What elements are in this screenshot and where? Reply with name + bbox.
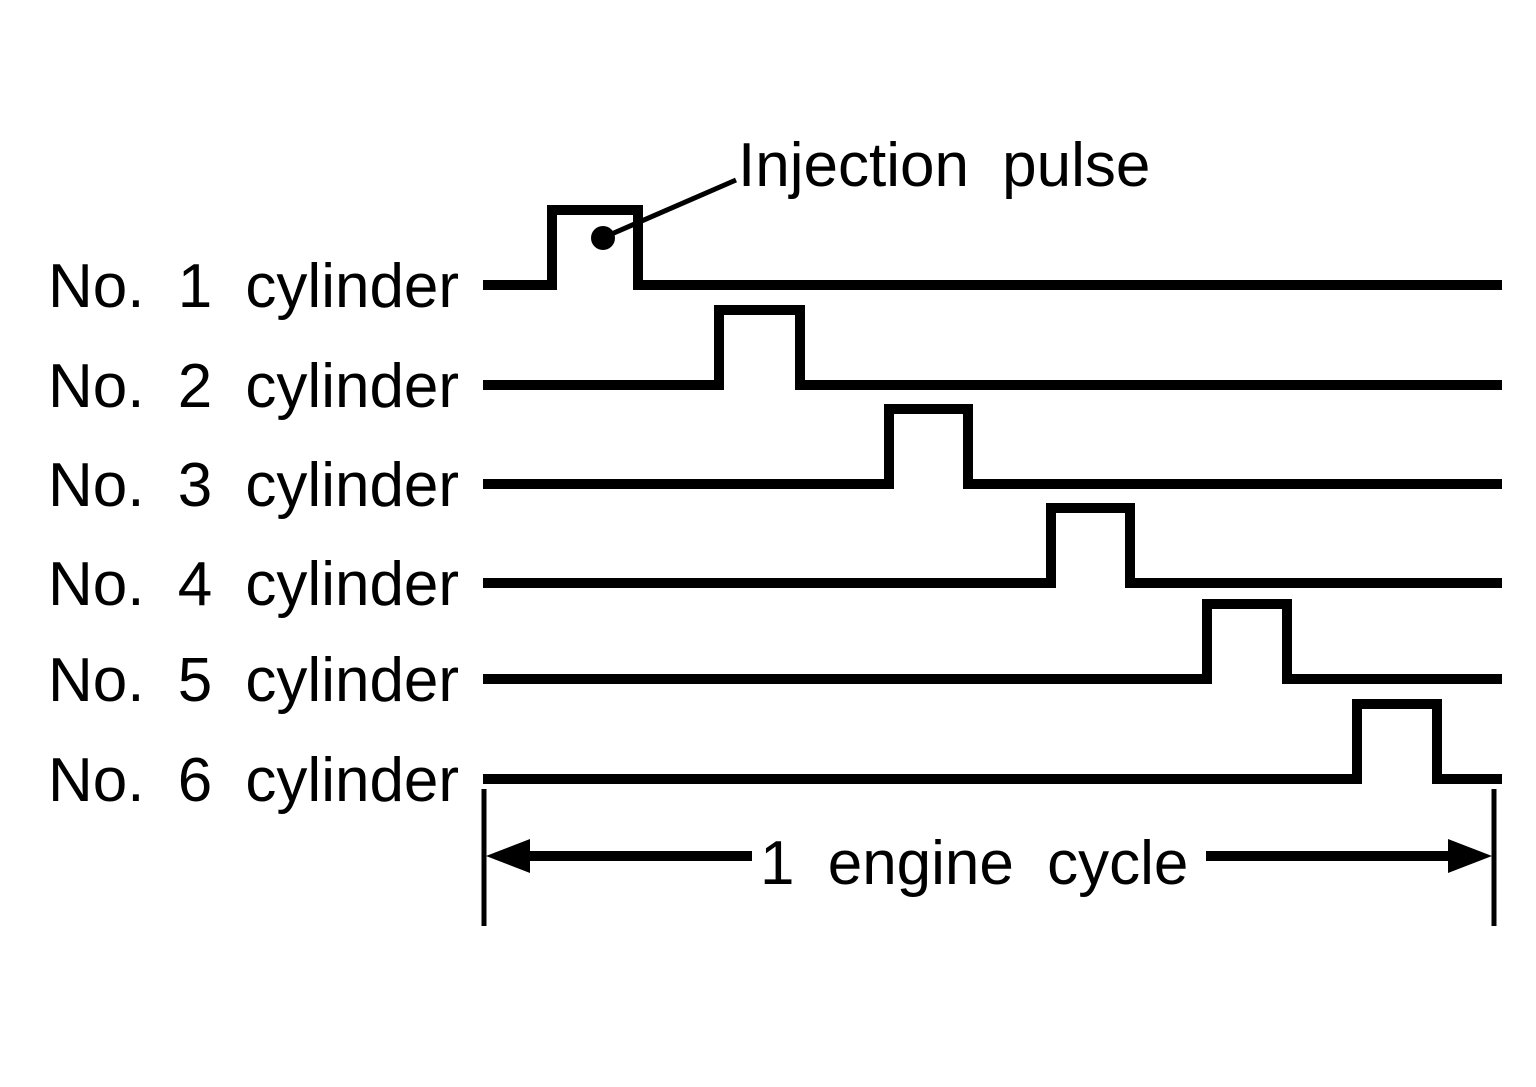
cylinder-6-label: No. 6 cylinder xyxy=(48,746,460,815)
cylinder-1-label: No. 1 cylinder xyxy=(48,252,460,321)
right-arrowhead-icon xyxy=(1448,839,1492,873)
left-arrowhead-icon xyxy=(486,839,530,873)
cylinder-6-trace xyxy=(483,699,1502,784)
cylinder-1-trace xyxy=(483,205,1502,290)
cylinder-4-trace xyxy=(483,503,1502,588)
cylinder-5-label: No. 5 cylinder xyxy=(48,646,460,715)
annotation-leader-line xyxy=(606,177,737,239)
cylinder-3-trace xyxy=(483,404,1502,489)
injection-pulse-label: Injection pulse xyxy=(738,131,1151,200)
cylinder-5-trace xyxy=(483,599,1502,684)
engine-cycle-label: 1 engine cycle xyxy=(760,829,1189,898)
pulse-marker-dot xyxy=(591,226,615,250)
cylinder-3-label: No. 3 cylinder xyxy=(48,451,460,520)
cylinder-2-trace xyxy=(483,305,1502,390)
cylinder-2-label: No. 2 cylinder xyxy=(48,352,460,421)
cylinder-4-label: No. 4 cylinder xyxy=(48,550,460,619)
